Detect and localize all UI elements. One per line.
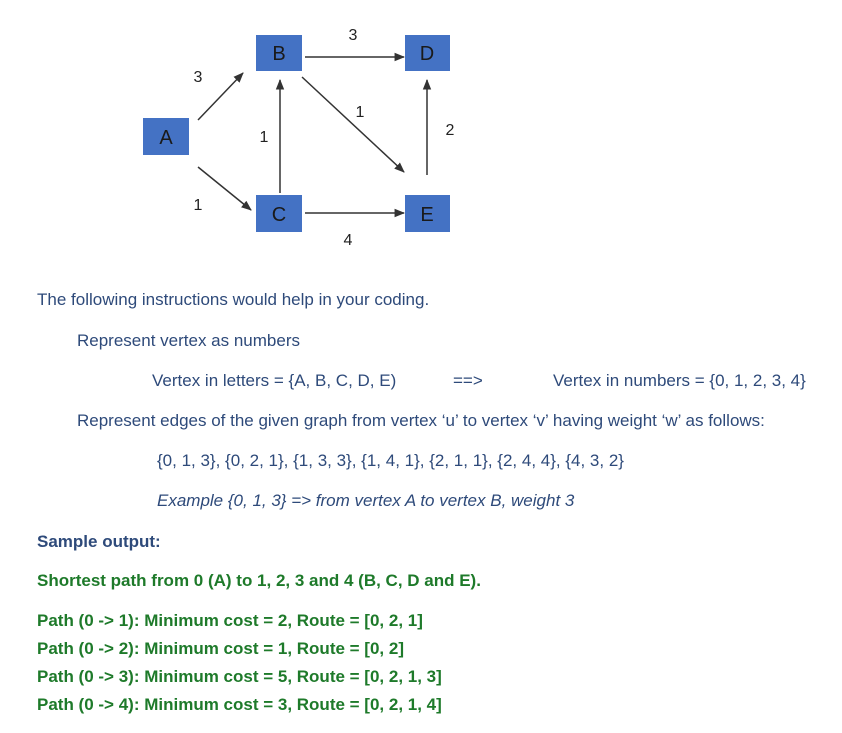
- path-line: Path (0 -> 2): Minimum cost = 1, Route =…: [37, 639, 404, 658]
- intro-text: The following instructions would help in…: [37, 290, 430, 309]
- weight-b-e: 1: [356, 104, 365, 121]
- node-d: D: [405, 35, 450, 71]
- represent-edges-text: Represent edges of the given graph from …: [77, 411, 765, 430]
- arrow-text: ==>: [453, 371, 483, 390]
- weight-c-b: 1: [260, 129, 269, 146]
- edge-list-text: {0, 1, 3}, {0, 2, 1}, {1, 3, 3}, {1, 4, …: [157, 451, 624, 470]
- node-a-label: A: [159, 127, 173, 149]
- shortest-path-heading: Shortest path from 0 (A) to 1, 2, 3 and …: [37, 571, 481, 590]
- path-line: Path (0 -> 4): Minimum cost = 3, Route =…: [37, 695, 442, 714]
- node-a: A: [143, 118, 189, 155]
- vertex-letters-text: Vertex in letters = {A, B, C, D, E): [152, 371, 397, 390]
- node-e: E: [405, 195, 450, 232]
- graph-diagram: 3 1 1 3 1 4 2 A B C D E: [143, 27, 455, 249]
- weight-a-c: 1: [194, 197, 203, 214]
- sample-output-heading: Sample output:: [37, 532, 161, 551]
- example-text: Example {0, 1, 3} => from vertex A to ve…: [157, 491, 575, 510]
- path-line: Path (0 -> 1): Minimum cost = 2, Route =…: [37, 611, 423, 630]
- node-d-label: D: [420, 43, 434, 65]
- node-c: C: [256, 195, 302, 232]
- edge-b-e: [301, 76, 405, 173]
- edge-a-c: [197, 166, 252, 211]
- path-line: Path (0 -> 3): Minimum cost = 5, Route =…: [37, 667, 442, 686]
- weight-b-d: 3: [349, 27, 358, 44]
- weight-c-e: 4: [344, 232, 353, 249]
- represent-vertex-text: Represent vertex as numbers: [77, 331, 300, 350]
- node-e-label: E: [420, 204, 433, 226]
- weight-a-b: 3: [194, 69, 203, 86]
- node-b: B: [256, 35, 302, 71]
- edge-a-b: [197, 72, 244, 121]
- node-c-label: C: [272, 204, 286, 226]
- node-b-label: B: [272, 43, 285, 65]
- vertex-numbers-text: Vertex in numbers = {0, 1, 2, 3, 4}: [553, 371, 806, 390]
- weight-e-d: 2: [446, 122, 455, 139]
